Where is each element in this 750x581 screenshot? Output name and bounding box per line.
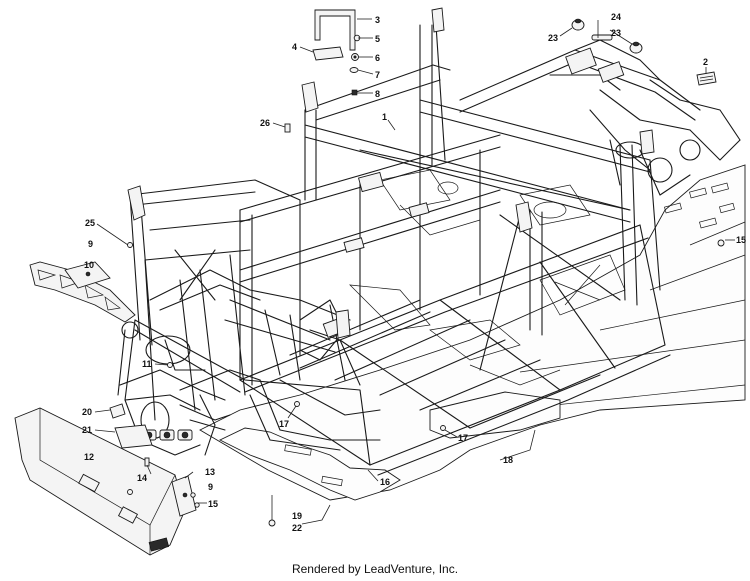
callout-5: 5 [375,34,380,44]
floor-skid-plate [199,164,746,501]
bracket-13 [171,475,197,517]
callout-23-right: 23 [611,28,621,38]
pad-4 [312,46,344,61]
callout-1: 1 [382,112,387,122]
callout-13: 13 [205,467,215,477]
callout-8: 8 [375,89,380,99]
callout-15-front: 15 [208,499,218,509]
bolt-26 [284,123,291,133]
callout-3: 3 [375,15,380,25]
callout-4: 4 [292,42,297,52]
bushings-23-24 [571,18,643,54]
callout-9-lower: 9 [208,482,213,492]
clip-2 [696,71,717,86]
callout-10: 10 [84,260,94,270]
callout-6: 6 [375,53,380,63]
callout-19: 19 [292,511,302,521]
hardware-stack [349,34,361,96]
nut-15-rear [717,239,725,247]
callout-12: 12 [84,452,94,462]
bumper-mount-21 [114,424,153,449]
callout-25: 25 [85,218,95,228]
bolt-25 [127,242,133,248]
callout-17-right: 17 [458,433,468,443]
plate-10 [64,261,111,289]
cross-brace-9 [29,261,136,323]
callout-20: 20 [82,407,92,417]
callout-23-left: 23 [548,33,558,43]
front-bumper-12 [14,407,186,556]
callout-11: 11 [142,359,152,369]
callout-21: 21 [82,425,92,435]
callout-17-left: 17 [279,419,289,429]
leader-lines [94,18,735,525]
callout-7: 7 [375,70,380,80]
callout-24: 24 [611,12,621,22]
rear-skid-plate [429,391,561,439]
callout-labels: 3 5 6 7 8 4 24 23 23 2 26 1 25 9 10 15 1… [82,12,746,533]
callout-14: 14 [137,473,147,483]
bracket-20 [109,403,126,419]
fastener-19-22 [268,519,276,527]
rendered-by-footer: Rendered by LeadVenture, Inc. [291,562,459,576]
bolt-15-front [190,492,200,508]
callout-9-upper: 9 [88,239,93,249]
callout-2: 2 [703,57,708,67]
callout-18: 18 [503,455,513,465]
bolt-14 [144,457,150,467]
fastener-17 [294,401,446,431]
callout-22: 22 [292,523,302,533]
bolt-11 [167,362,173,368]
center-skid-plate [218,427,401,501]
callout-26: 26 [260,118,270,128]
rops-mounts [127,7,655,339]
callout-15-rear: 15 [736,235,746,245]
bracket-3 [314,9,356,51]
callout-16: 16 [380,477,390,487]
